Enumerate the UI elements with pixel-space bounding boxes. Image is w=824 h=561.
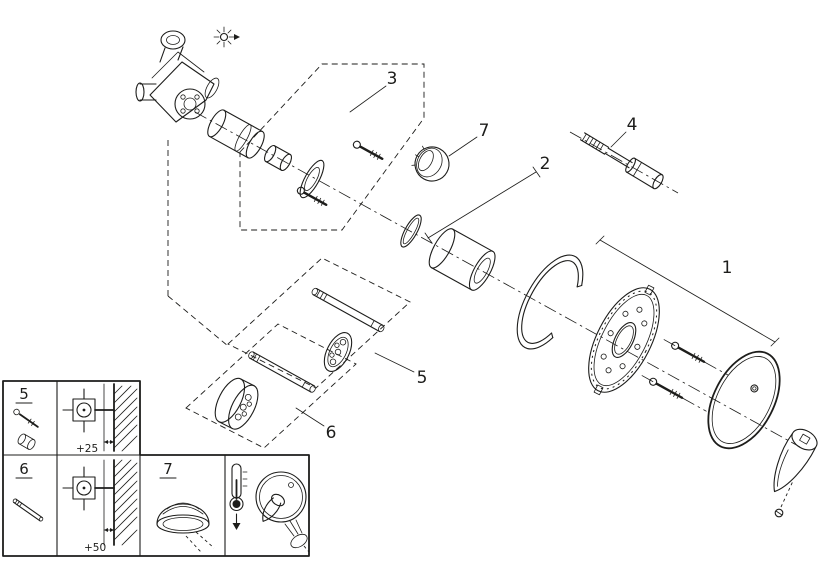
callout-7: 7 <box>479 121 490 141</box>
construction-lines <box>167 140 229 347</box>
callout-1: 1 <box>722 258 733 278</box>
wall-hatch-25 <box>113 385 138 452</box>
screw-icon <box>13 408 39 428</box>
mounting-screw-2 <box>641 375 707 412</box>
o-ring <box>400 214 422 248</box>
inset-label-7: 7 <box>163 460 173 478</box>
inset-cell-5-diagram: +25 <box>62 383 138 455</box>
extension-rod-5 <box>311 287 385 333</box>
stop-sleeve <box>428 228 496 291</box>
extension-set-6 <box>185 323 357 449</box>
extension-knob-6 <box>214 377 259 430</box>
flush-symbol-icon <box>213 26 240 48</box>
assembly-axis <box>194 111 801 448</box>
inset-panel: 5 <box>2 380 310 557</box>
inset-label-6: 6 <box>19 460 29 478</box>
handle-screw <box>774 480 794 518</box>
inset-cell-6-diagram: +50 <box>62 459 138 554</box>
dimension-50-text: +50 <box>84 542 106 554</box>
wall-hatch-50 <box>113 459 138 546</box>
extension-spindle <box>579 132 664 190</box>
cartridge-adapter <box>263 144 293 172</box>
thermometer-icon <box>229 463 248 530</box>
inset-cell-5-label: 5 <box>13 385 39 450</box>
trim-with-lever <box>255 471 307 523</box>
valve-schematic-50 <box>62 466 115 511</box>
mounting-screw-1 <box>663 339 729 376</box>
lever-handle <box>773 428 818 493</box>
extension-adapter-5 <box>323 332 353 372</box>
rod-icon <box>12 498 44 522</box>
mounting-plate <box>588 284 660 396</box>
plaster-guard-cap-inset <box>156 502 215 553</box>
callout-leaders <box>295 85 780 427</box>
dimension-plus-25: +25 <box>76 440 115 455</box>
dimension-25-text: +25 <box>76 443 98 455</box>
knob-icon <box>17 433 36 450</box>
valve-body <box>135 30 220 123</box>
extension-rod-6 <box>248 351 316 393</box>
hand-icon <box>284 519 310 553</box>
cartridge <box>207 109 265 159</box>
cartridge-group-box <box>239 63 425 231</box>
flange-screw-1 <box>352 140 384 160</box>
callout-4: 4 <box>627 115 638 135</box>
callout-3: 3 <box>387 69 398 89</box>
flange-screw-2 <box>296 186 328 206</box>
inset-cell-6-label: 6 <box>12 460 44 522</box>
cartridge-flange <box>299 159 325 199</box>
dimension-plus-50: +50 <box>84 528 115 554</box>
extension-set-5 <box>227 257 411 389</box>
inset-cell-7: 7 <box>156 460 215 553</box>
cover-plate <box>707 350 781 450</box>
callout-5: 5 <box>417 368 428 388</box>
valve-schematic-25 <box>62 388 115 433</box>
inset-cell-temperature <box>229 463 310 553</box>
plaster-guard-cap <box>411 145 450 182</box>
inset-label-5: 5 <box>19 385 29 403</box>
callout-2: 2 <box>540 154 551 174</box>
snap-ring <box>516 254 584 350</box>
callout-6: 6 <box>326 423 337 443</box>
